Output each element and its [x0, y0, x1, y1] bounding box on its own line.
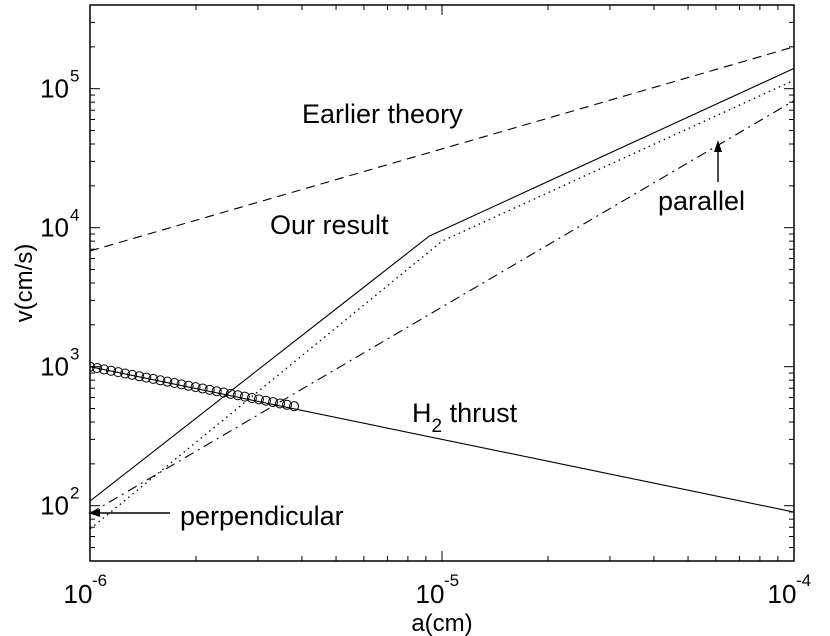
- y-tick-base: 10: [40, 213, 69, 243]
- circle-marker: [267, 397, 278, 408]
- plot-area: [89, 4, 795, 562]
- annotation-our-result: Our result: [270, 210, 389, 240]
- circle-marker: [225, 388, 236, 399]
- y-tick-exponent: 3: [70, 345, 79, 364]
- y-tick-base: 10: [40, 74, 69, 104]
- circle-marker: [190, 382, 201, 393]
- circle-marker: [148, 373, 159, 384]
- circle-marker: [204, 384, 215, 395]
- h2-letter: H: [412, 398, 432, 428]
- circle-marker: [92, 363, 103, 374]
- circle-marker: [120, 368, 131, 379]
- y-tick-base: 10: [40, 352, 69, 382]
- series-circles: [90, 361, 300, 412]
- x-tick-base: 10: [416, 579, 445, 609]
- series-line-dashed: [90, 46, 794, 252]
- x-axis-title: a(cm): [411, 610, 472, 636]
- x-tick-exponent: -5: [444, 571, 459, 590]
- x-tick-exponent: -4: [796, 571, 811, 590]
- arrow-head-up-icon: [714, 140, 722, 152]
- arrow-head-left-icon: [88, 509, 100, 517]
- circle-marker: [162, 376, 173, 387]
- annotation-perpendicular: perpendicular: [180, 501, 344, 531]
- circle-marker: [275, 398, 286, 409]
- circle-marker: [197, 383, 208, 394]
- y-axis-title: v(cm/s): [11, 244, 38, 323]
- series-group: [90, 46, 794, 530]
- circle-marker: [183, 380, 194, 391]
- circle-marker: [176, 379, 187, 390]
- x-tick-exponent: -6: [92, 571, 107, 590]
- x-tick-base: 10: [768, 579, 797, 609]
- y-tick-exponent: 5: [70, 67, 79, 86]
- circle-marker: [113, 367, 124, 378]
- circle-marker: [155, 375, 166, 386]
- circle-marker: [90, 361, 95, 372]
- x-tick-label: 10-4: [768, 571, 812, 609]
- circle-marker: [260, 395, 271, 406]
- circle-marker: [106, 365, 117, 376]
- y-tick-base: 10: [40, 491, 69, 521]
- circle-marker: [141, 372, 152, 383]
- circle-marker: [134, 371, 145, 382]
- axis-ticks: [89, 4, 794, 562]
- annotation-earlier-theory: Earlier theory: [302, 99, 463, 129]
- arrow-perpendicular: [88, 509, 170, 517]
- h2-suffix: thrust: [442, 398, 518, 428]
- series-line-solid: [90, 67, 794, 502]
- circle-marker: [282, 399, 293, 410]
- circle-marker: [253, 394, 264, 405]
- circle-marker: [232, 390, 243, 401]
- arrow-parallel: [714, 140, 722, 182]
- y-tick-exponent: 4: [70, 206, 79, 225]
- circle-marker: [211, 386, 222, 397]
- x-tick-label: 10-5: [416, 571, 460, 609]
- circle-marker: [169, 378, 180, 389]
- circle-marker: [239, 391, 250, 402]
- circle-marker: [99, 364, 110, 375]
- y-tick-exponent: 2: [70, 484, 79, 503]
- series-line-solid: [90, 366, 794, 513]
- circle-marker: [246, 392, 257, 403]
- circle-marker: [289, 401, 300, 412]
- x-tick-base: 10: [64, 579, 93, 609]
- series-line-dashdot: [90, 100, 794, 514]
- circle-marker: [218, 387, 229, 398]
- annotation-parallel: parallel: [658, 186, 745, 216]
- x-tick-label: 10-6: [64, 571, 108, 609]
- annotation-h2-thrust: H2 thrust: [412, 398, 518, 437]
- h2-subscript: 2: [432, 416, 443, 437]
- circle-marker: [127, 369, 138, 380]
